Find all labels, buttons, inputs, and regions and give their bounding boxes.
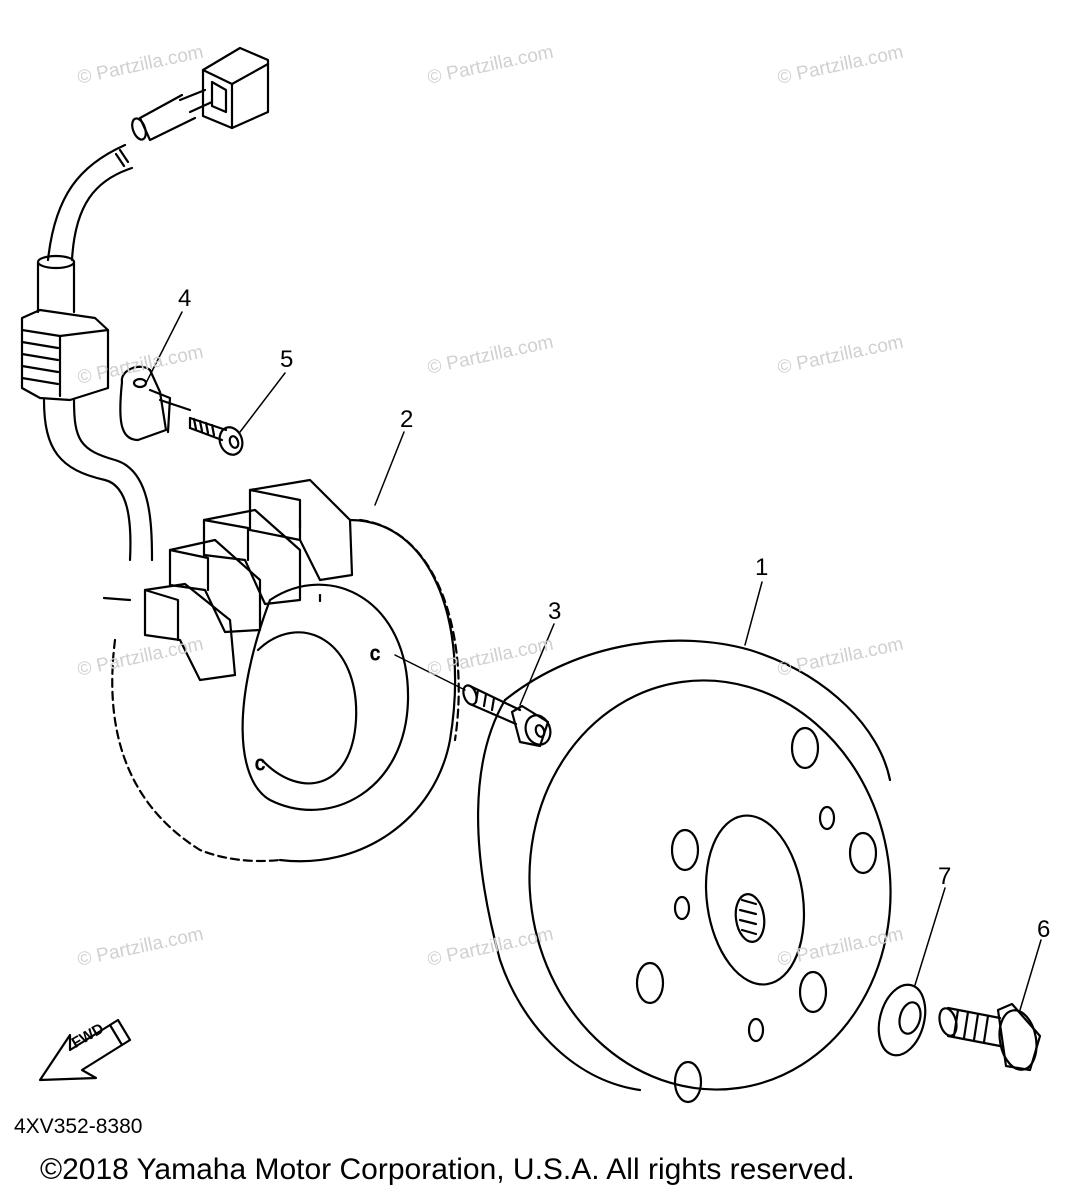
callout-part-7: 7: [938, 863, 952, 890]
stator-coil: c c: [111, 478, 460, 863]
callout-part-3: 3: [548, 598, 562, 625]
bolt-part-6: [938, 1002, 1042, 1072]
callout-part-2: 2: [400, 406, 414, 433]
svg-text:c: c: [255, 753, 265, 775]
callout-part-1: 1: [755, 554, 769, 581]
bolt-part-3: [394, 654, 552, 748]
callout-part-5: 5: [280, 346, 294, 373]
copyright-notice: ©2018 Yamaha Motor Corporation, U.S.A. A…: [40, 1153, 855, 1186]
wire-harness: [20, 93, 197, 602]
washer-part-7: [877, 983, 927, 1057]
svg-text:c: c: [370, 643, 380, 665]
leader-lines: [144, 311, 1042, 1011]
diagram-code: 4XV352-8380: [14, 1115, 143, 1138]
rotor-flywheel: [476, 639, 892, 1104]
wire-connector: [178, 46, 270, 130]
callout-part-4: 4: [178, 285, 192, 312]
screw-part-5: [158, 398, 244, 456]
fwd-arrow-icon: [38, 1018, 132, 1082]
callout-part-6: 6: [1037, 916, 1051, 943]
